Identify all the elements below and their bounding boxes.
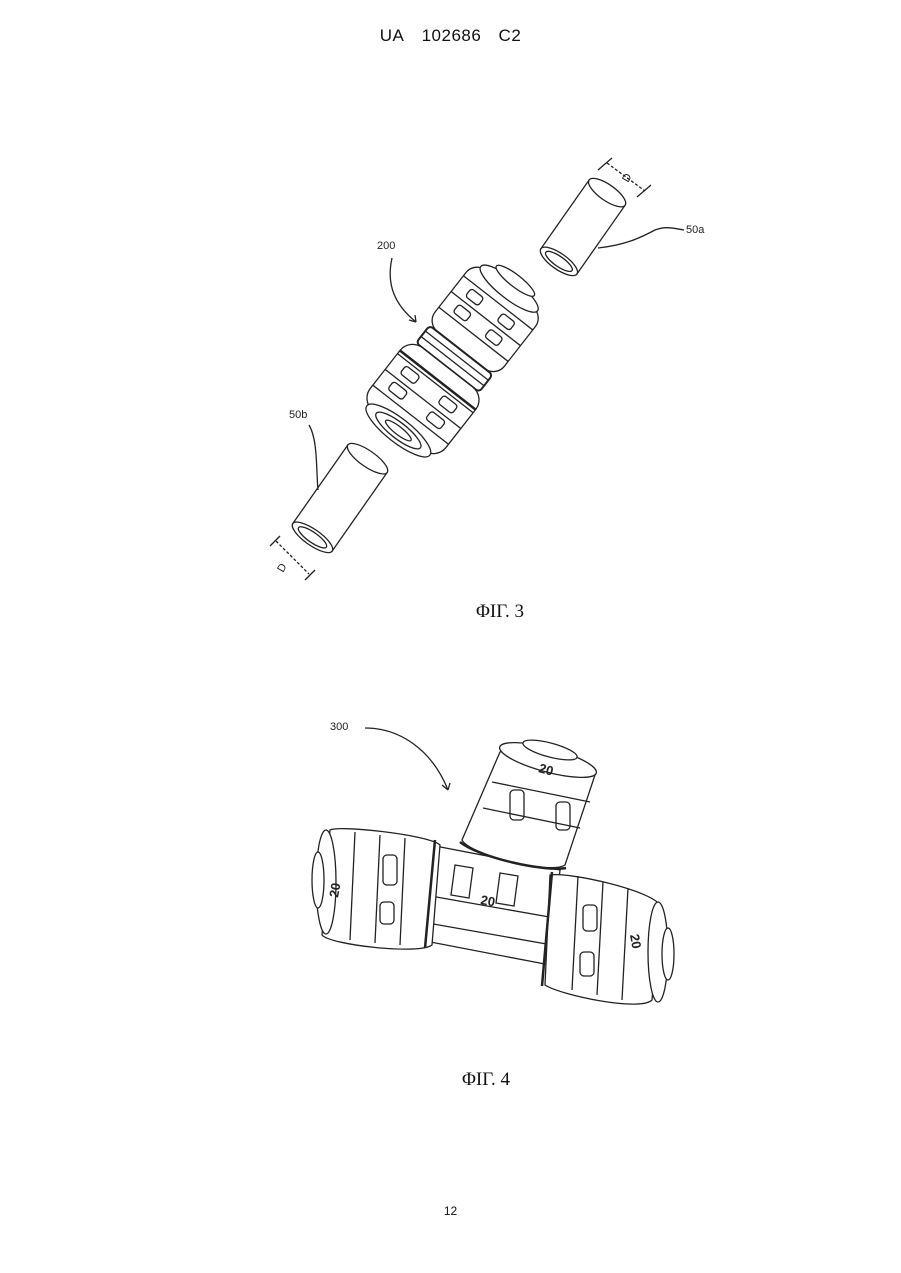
size-marking-right: 20 — [627, 933, 644, 950]
label-50a: 50a — [686, 224, 705, 236]
figure-3-caption: ΦΙΓ. 3 — [400, 601, 600, 623]
figure-4-drawing: 300 20 20 20 20 — [0, 690, 901, 1050]
pipe-50b — [288, 438, 392, 557]
label-200: 200 — [377, 240, 395, 252]
size-marking-left: 20 — [326, 882, 343, 899]
tee-300 — [312, 735, 674, 1004]
label-50b: 50b — [289, 409, 307, 421]
label-300: 300 — [330, 721, 348, 733]
leader-50b — [309, 425, 318, 490]
size-marking-center: 20 — [479, 892, 496, 909]
label-dim-top: D — [620, 172, 634, 185]
figure-4-caption: ΦΙΓ. 4 — [386, 1069, 586, 1091]
arrow-200 — [390, 258, 416, 322]
leader-50a — [598, 228, 684, 248]
arrow-300 — [365, 728, 448, 790]
page-number: 12 — [0, 1204, 901, 1218]
pipe-50a — [536, 173, 629, 280]
label-dim-bottom: D — [275, 562, 289, 575]
connector-200 — [353, 246, 557, 469]
figure-3-drawing: 200 50a 50b D D — [0, 0, 901, 640]
